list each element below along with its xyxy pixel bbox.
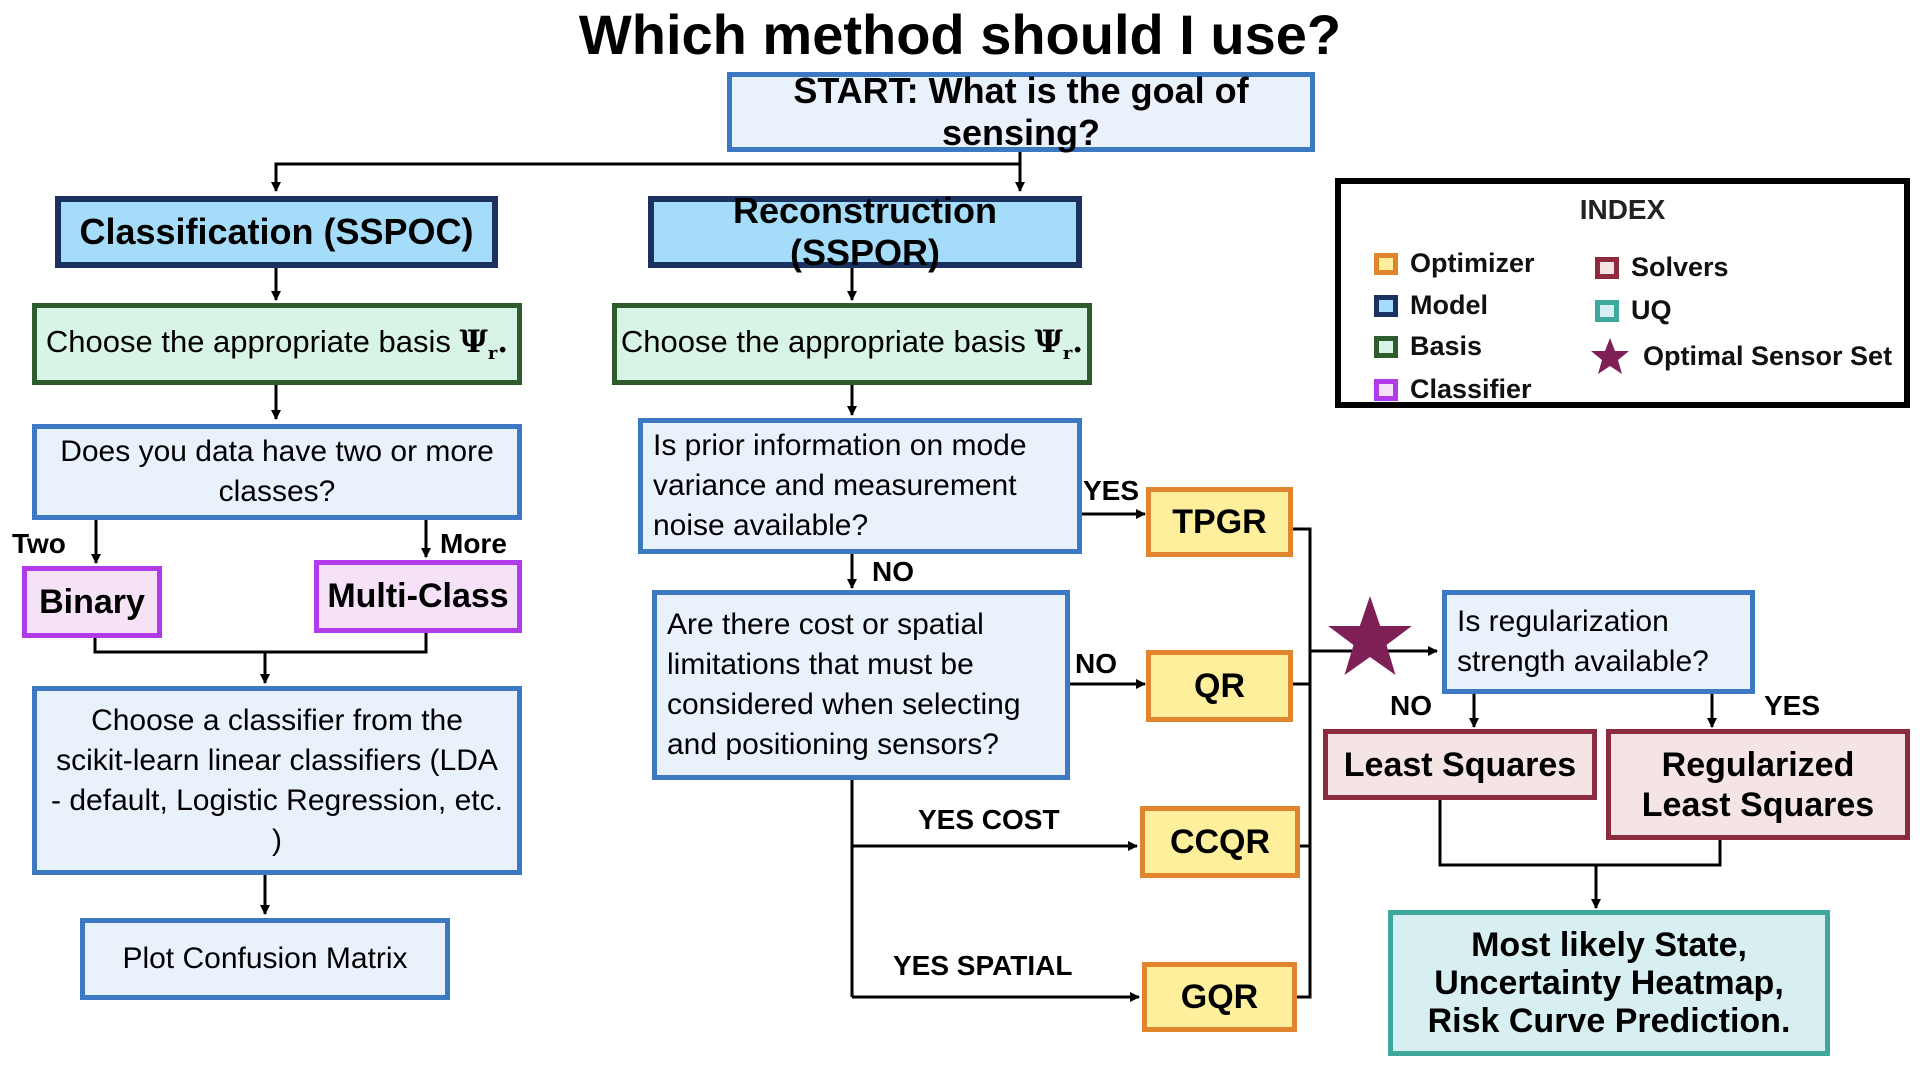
legend-optimal-sensor-set-label: Optimal Sensor Set bbox=[1643, 340, 1893, 371]
tpgr-box: TPGR bbox=[1146, 487, 1293, 557]
result-box: Most likely State, Uncertainty Heatmap, … bbox=[1388, 910, 1830, 1056]
classification-header: Classification (SSPOC) bbox=[55, 196, 498, 268]
legend-model: Model bbox=[1374, 290, 1488, 321]
legend-basis-label: Basis bbox=[1410, 331, 1483, 361]
optimizer-swatch-icon bbox=[1374, 252, 1398, 275]
label-reg-yes: YES bbox=[1764, 690, 1821, 721]
label-no-qr: NO bbox=[1075, 648, 1117, 679]
gqr-box: GQR bbox=[1142, 962, 1297, 1032]
reconstruction-header-text: Reconstruction (SSPOR) bbox=[732, 190, 998, 273]
label-yes-tpgr: YES bbox=[1083, 475, 1140, 506]
regularized-least-squares-box: Regularized Least Squares bbox=[1606, 729, 1910, 840]
basis-prefix: Choose the appropriate basis bbox=[45, 323, 451, 359]
classifier-swatch-icon bbox=[1374, 378, 1398, 401]
confusion-matrix-text: Plot Confusion Matrix bbox=[122, 942, 408, 975]
gqr-text: GQR bbox=[1180, 977, 1259, 1016]
prior-info-question-text: Is prior information on mode variance an… bbox=[653, 429, 1027, 542]
cost-question-text: Are there cost or spatial limitations th… bbox=[667, 608, 1021, 761]
optimizer-bus bbox=[1293, 527, 1312, 999]
binary-box: Binary bbox=[22, 566, 162, 638]
legend-classifier: Classifier bbox=[1374, 374, 1532, 405]
merge-line-classes bbox=[93, 633, 428, 654]
legend-optimal-sensor-set: Optimal Sensor Set bbox=[1587, 336, 1892, 376]
label-yes-spatial: YES SPATIAL bbox=[893, 950, 1073, 981]
page-title: Which method should I use? bbox=[578, 3, 1342, 66]
ccqr-box: CCQR bbox=[1140, 806, 1300, 878]
optimal-sensor-star-icon bbox=[1328, 596, 1412, 675]
prior-info-question-box: Is prior information on mode variance an… bbox=[638, 418, 1082, 554]
index-legend: INDEX Optimizer Model Basis Classifier S… bbox=[1335, 178, 1910, 408]
model-swatch-icon bbox=[1374, 294, 1398, 317]
classification-header-text: Classification (SSPOC) bbox=[79, 211, 474, 252]
psi-symbol: Ψr. bbox=[459, 323, 509, 365]
label-yes-cost: YES COST bbox=[918, 804, 1060, 835]
psi-symbol: Ψr. bbox=[1034, 323, 1084, 365]
solvers-swatch-icon bbox=[1595, 256, 1619, 279]
start-box: START: What is the goal of sensing? bbox=[727, 70, 1315, 153]
label-two: Two bbox=[12, 528, 66, 559]
legend-basis: Basis bbox=[1374, 331, 1482, 362]
legend-solvers-label: Solvers bbox=[1631, 252, 1729, 282]
qr-box: QR bbox=[1146, 650, 1293, 722]
uq-swatch-icon bbox=[1595, 299, 1619, 322]
regularization-question-text: Is regularization strength available? bbox=[1457, 605, 1709, 678]
ccqr-text: CCQR bbox=[1169, 822, 1271, 861]
legend-uq-label: UQ bbox=[1631, 295, 1672, 325]
classes-question-text: Does you data have two or more classes? bbox=[60, 435, 494, 508]
index-title: INDEX bbox=[1579, 194, 1666, 225]
reconstruction-basis-box: Choose the appropriate basis Ψr. bbox=[612, 303, 1092, 385]
start-text: START: What is the goal of sensing? bbox=[793, 70, 1249, 153]
basis-text: Choose the appropriate basis Ψr. bbox=[46, 324, 508, 364]
classes-question-box: Does you data have two or more classes? bbox=[32, 424, 522, 520]
label-reg-no: NO bbox=[1390, 690, 1432, 721]
multiclass-box: Multi-Class bbox=[314, 560, 522, 633]
regularization-question-box: Is regularization strength available? bbox=[1442, 590, 1755, 694]
qr-text: QR bbox=[1194, 666, 1245, 705]
choose-classifier-box: Choose a classifier from the scikit-lear… bbox=[32, 686, 522, 875]
choose-classifier-text: Choose a classifier from the scikit-lear… bbox=[51, 703, 503, 857]
legend-uq: UQ bbox=[1595, 295, 1672, 326]
arrow-start-to-classification bbox=[271, 162, 1020, 192]
reconstruction-header: Reconstruction (SSPOR) bbox=[648, 190, 1082, 273]
confusion-matrix-box: Plot Confusion Matrix bbox=[80, 918, 450, 1000]
legend-optimizer: Optimizer bbox=[1374, 248, 1535, 279]
least-squares-text: Least Squares bbox=[1343, 745, 1577, 784]
least-squares-box: Least Squares bbox=[1323, 729, 1597, 800]
legend-model-label: Model bbox=[1410, 290, 1488, 320]
label-more: More bbox=[440, 528, 507, 559]
merge-line-solvers bbox=[1438, 800, 1722, 867]
legend-classifier-label: Classifier bbox=[1410, 374, 1532, 404]
cost-question-box: Are there cost or spatial limitations th… bbox=[652, 590, 1070, 780]
legend-optimizer-label: Optimizer bbox=[1410, 248, 1535, 278]
tpgr-text: TPGR bbox=[1172, 502, 1267, 541]
result-text: Most likely State, Uncertainty Heatmap, … bbox=[1427, 926, 1791, 1040]
optimal-sensor-star-icon bbox=[1591, 338, 1629, 374]
label-no-cost: NO bbox=[872, 556, 914, 587]
basis-swatch-icon bbox=[1374, 335, 1398, 358]
basis-prefix: Choose the appropriate basis bbox=[620, 323, 1026, 359]
binary-text: Binary bbox=[39, 582, 145, 621]
basis-text: Choose the appropriate basis Ψr. bbox=[621, 324, 1083, 364]
multiclass-text: Multi-Class bbox=[327, 577, 509, 615]
legend-solvers: Solvers bbox=[1595, 252, 1729, 283]
classification-basis-box: Choose the appropriate basis Ψr. bbox=[32, 303, 522, 385]
regularized-least-squares-text: Regularized Least Squares bbox=[1641, 745, 1875, 824]
